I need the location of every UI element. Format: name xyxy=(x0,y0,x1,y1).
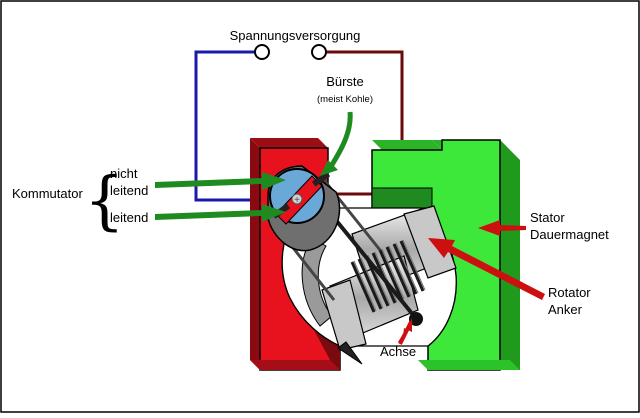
label-conducting: leitend xyxy=(110,210,148,225)
positive-wire xyxy=(194,50,283,202)
label-power-supply: Spannungsversorgung xyxy=(230,28,361,43)
brush-top xyxy=(311,171,331,187)
label-stator-1: Stator xyxy=(530,210,565,225)
rotor xyxy=(301,205,457,365)
annotation-arrows xyxy=(155,111,545,345)
plus-sign: + xyxy=(294,195,300,206)
label-non-conducting-1: nicht xyxy=(110,166,138,181)
terminal-left xyxy=(254,44,270,60)
label-non-conducting-2: leitend xyxy=(110,183,148,198)
negative-wire xyxy=(319,50,404,196)
axle-end xyxy=(409,312,423,326)
brace-icon: { xyxy=(84,164,125,238)
label-commutator: Kommutator xyxy=(12,186,83,201)
label-rotor-1: Rotator xyxy=(548,285,591,300)
terminal-right xyxy=(311,44,327,60)
label-stator-2: Dauermagnet xyxy=(530,227,609,242)
label-brush: Bürste xyxy=(326,74,364,89)
label-axle: Achse xyxy=(380,344,416,359)
label-rotor-2: Anker xyxy=(548,302,583,317)
label-brush-note: (meist Kohle) xyxy=(317,94,373,105)
